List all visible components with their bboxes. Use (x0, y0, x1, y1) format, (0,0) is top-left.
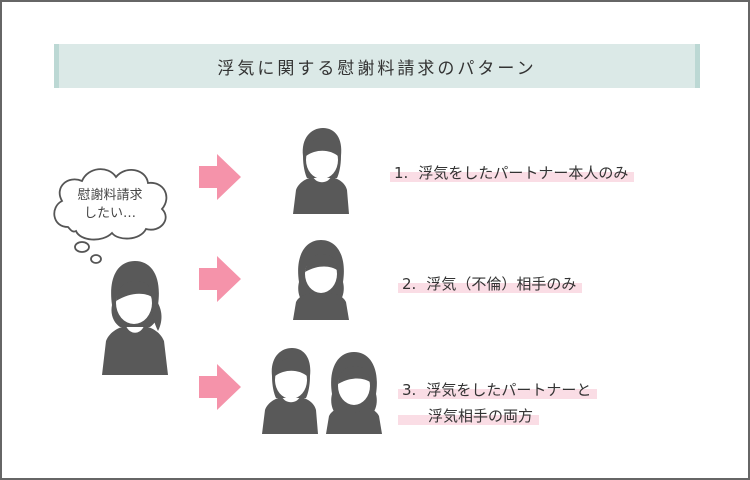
diagram-title: 浮気に関する慰謝料請求のパターン (217, 58, 537, 79)
arrow-right-icon (199, 154, 241, 200)
option-2-text: 浮気（不倫）相手のみ (426, 275, 577, 293)
man-icon (262, 348, 318, 434)
option-2-highlight: 2. 浮気（不倫）相手のみ (398, 275, 583, 293)
option-2-number: 2. (402, 275, 417, 293)
woman-icon (326, 352, 382, 434)
option-2: 2. 浮気（不倫）相手のみ (398, 273, 583, 295)
thought-line-2: したい… (83, 206, 136, 221)
option-1-text: 浮気をしたパートナー本人のみ (418, 164, 629, 182)
arrow-right-icon (199, 256, 241, 302)
option-3-number: 3. (402, 381, 417, 399)
title-bar: 浮気に関する慰謝料請求のパターン (54, 44, 700, 88)
thought-line-1: 慰謝料請求 (77, 188, 143, 203)
option-3-highlight-line2: 浮気相手の両方 (398, 407, 540, 425)
option-3: 3. 浮気をしたパートナーと 浮気相手の両方 (398, 379, 598, 427)
arrow-right-icon (199, 364, 241, 410)
thought-cloud-icon (53, 168, 168, 264)
thought-text: 慰謝料請求 したい… (60, 187, 160, 223)
woman-icon (293, 240, 349, 320)
option-3-highlight-line1: 3. 浮気をしたパートナーと (398, 381, 598, 399)
option-3-text-line1: 浮気をしたパートナーと (426, 381, 592, 399)
option-3-text-line2: 浮気相手の両方 (428, 407, 534, 425)
woman-icon (102, 261, 168, 375)
thought-bubble: 慰謝料請求 したい… (46, 157, 174, 269)
option-1-highlight: 1. 浮気をしたパートナー本人のみ (390, 164, 635, 182)
option-1-number: 1. (394, 164, 409, 182)
man-icon (293, 128, 349, 214)
option-1: 1. 浮気をしたパートナー本人のみ (390, 162, 635, 184)
